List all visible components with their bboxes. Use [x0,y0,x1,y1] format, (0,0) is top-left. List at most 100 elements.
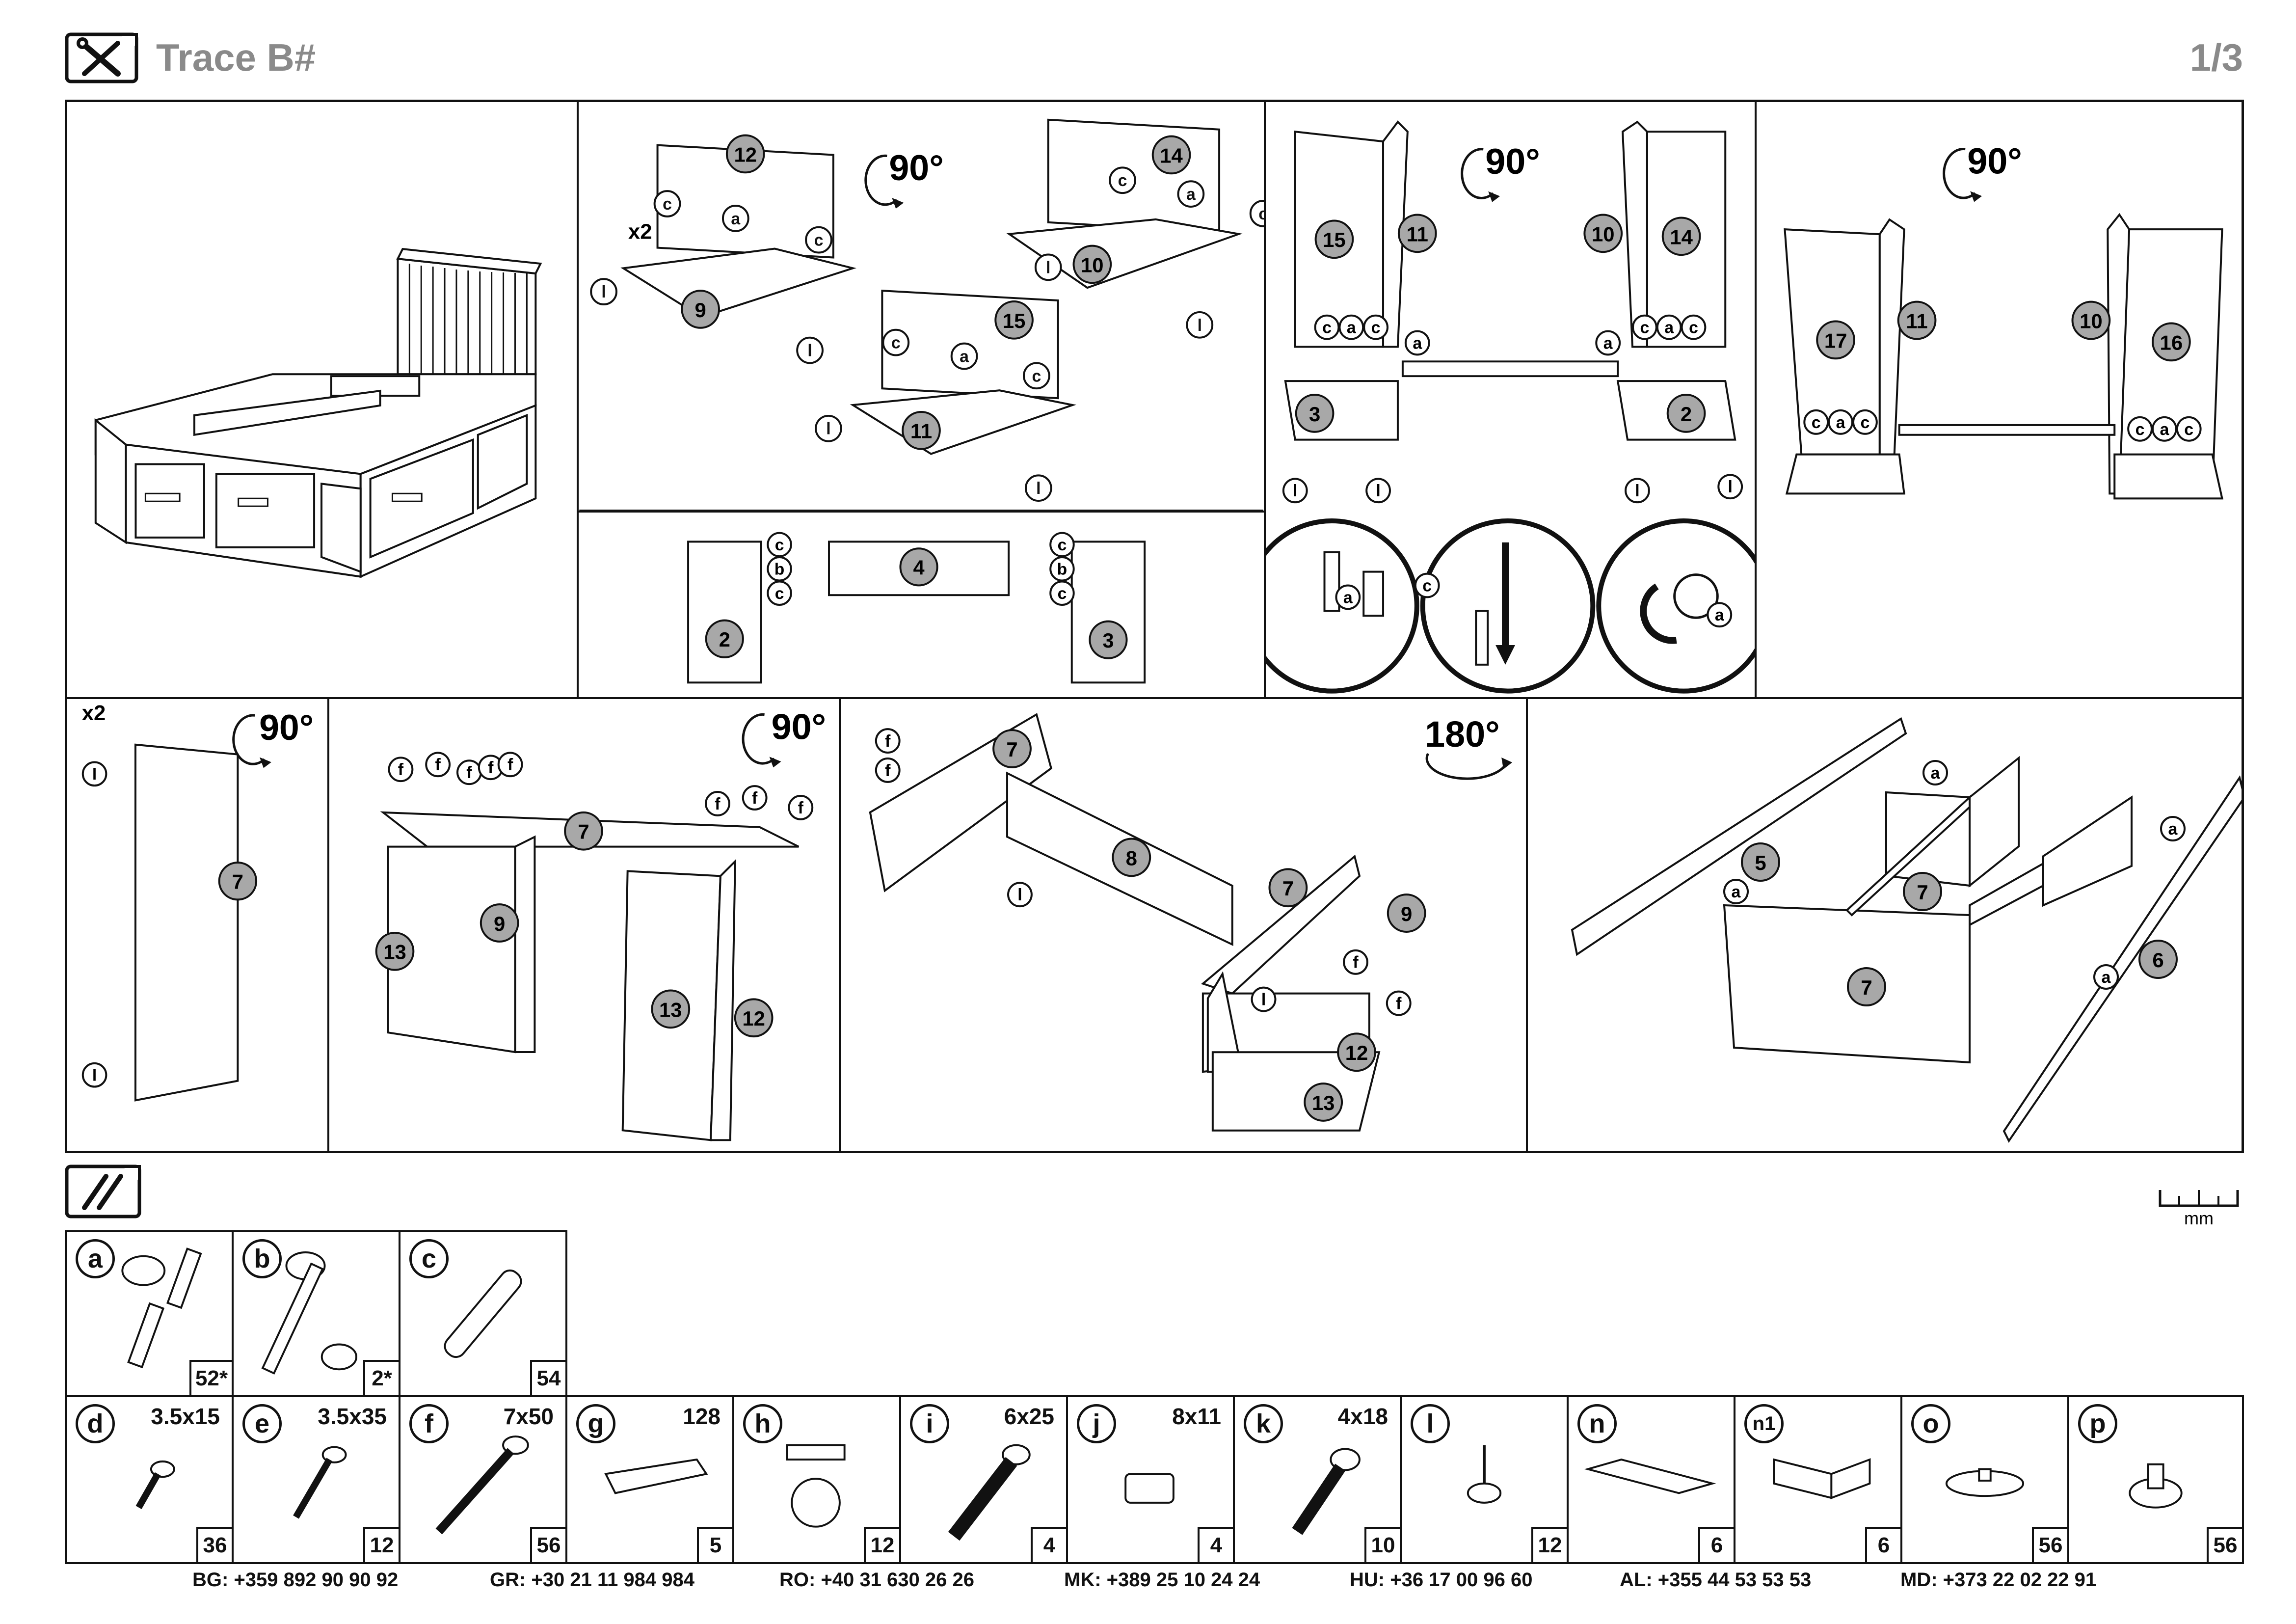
rotate-90-icon: 90° [1943,141,2022,202]
rotate-90-label: 90° [772,706,826,747]
rotate-90-icon: 90° [1461,141,1540,202]
hardware-n-qty: 6 [1698,1527,1735,1564]
pin-label: l [826,420,830,438]
part-9-marker [681,290,720,329]
part-label: 11 [1906,309,1927,332]
hardware-d-letter: d [76,1404,115,1443]
pin-label: a [1347,319,1357,337]
pin-label: f [398,760,404,779]
hardware-n1-letter: n1 [1744,1404,1784,1443]
hardware-p-letter: p [2078,1404,2117,1443]
tools-icon [65,32,138,83]
page-number: 1/3 [2189,36,2243,79]
step-panel-7: 7 8 7 9 12 13 f f l f [841,699,1528,1152]
pin-label: f [435,756,441,774]
pin-label: a [1186,185,1196,204]
pin-label: l [601,283,606,301]
phone-ro: RO: +40 31 630 26 26 [779,1569,974,1591]
double-cam-icon [261,1251,357,1375]
pin-label: f [752,789,758,808]
pin-label: f [466,763,472,782]
bolt-icon [948,1444,1031,1541]
part-label: 8 [1126,846,1137,869]
pin-label: c [1689,319,1698,337]
hardware-p: p 56 [2067,1395,2244,1564]
pin-label: f [798,799,804,817]
hardware-l-letter: l [1411,1404,1450,1443]
hardware-e-qty: 12 [363,1527,400,1564]
hardware-i-size: 6x25 [1004,1404,1054,1429]
part-11-marker [902,410,941,450]
part-12-marker [725,134,765,174]
screw-icon [293,1446,347,1519]
pin-label: l [1635,482,1639,500]
part-4-label: 4 [913,556,924,579]
pin-label: c [1860,413,1869,432]
pin-label: c [775,536,784,554]
pin-label: a [1603,334,1613,352]
pin-label: c [1322,319,1332,337]
pin-label: f [885,761,891,780]
part-label: 7 [1006,738,1017,761]
pin-label: a [2102,968,2111,987]
part-label: 7 [1282,877,1294,900]
part-12-label: 12 [734,143,756,166]
rotate-90-icon: 90° [232,707,314,768]
pin-label: c [663,195,672,214]
rotate-90-label: 90° [1485,141,1540,182]
pin-label: a [1715,606,1725,624]
rotate-180-icon: 180° [1425,714,1513,780]
pin-label: c [814,231,824,250]
phone-mk: MK: +389 25 10 24 24 [1064,1569,1260,1591]
pin-label: l [1198,316,1202,335]
pin-label: f [885,732,891,751]
pin-label: l [807,342,812,360]
pin-label: c [1032,367,1041,385]
hardware-a-letter: a [76,1239,115,1278]
hardware-g-size: 128 [683,1404,721,1429]
nail-glide-icon [1467,1445,1502,1504]
pin-label: c [1058,585,1067,603]
hardware-k-qty: 10 [1364,1527,1402,1564]
overview-panel [67,102,579,699]
hardware-c-qty: 54 [530,1360,567,1397]
hardware-e-letter: e [242,1404,282,1443]
phone-hu: HU: +36 17 00 96 60 [1350,1569,1533,1591]
step-panel-3: 15 11 10 14 3 2 c a [1266,102,1757,699]
ruler-icon: mm [2159,1190,2239,1227]
flat-plate-icon [1584,1458,1716,1494]
step-panel-5: x2 7 l l 90° [67,699,329,1152]
screw-icon [1292,1448,1361,1535]
step-panel-6: 7 13 9 13 12 f f f f f [329,699,841,1152]
pin-label: f [715,795,721,813]
hardware-e-size: 3.5x35 [318,1404,387,1429]
hardware-e: e 3.5x35 12 [232,1395,400,1564]
part-label: 10 [1592,222,1615,245]
hardware-k-letter: k [1244,1404,1283,1443]
hardware-a-qty: 52* [189,1360,234,1397]
part-label: 7 [1861,976,1872,999]
bed-overview-illustration [94,248,542,578]
pin-label: f [507,756,513,774]
pin-label: l [1261,991,1266,1009]
part-3-label: 3 [1102,629,1114,652]
plastic-cap-icon [1945,1468,2025,1497]
part-label: 13 [1312,1091,1335,1114]
step-panel-2: 2 4 3 c b c c b c [579,513,1266,699]
part-11-label: 11 [910,420,932,443]
page-title: Trace B# [156,36,316,79]
hardware-c: c 54 [399,1230,567,1397]
screw-icon [135,1460,175,1510]
pin-label: a [2168,820,2178,839]
hardware-o: o 56 [1900,1395,2069,1564]
hardware-j-qty: 4 [1198,1527,1235,1564]
part-label: 10 [2080,309,2103,332]
part-10-label: 10 [1081,253,1103,276]
part-15-label: 15 [1003,309,1025,332]
pin-label: f [1353,953,1359,972]
pin-label: b [774,561,785,579]
pin-label: b [1057,561,1068,579]
hardware-j-letter: j [1077,1404,1116,1443]
pin-label: c [1422,576,1432,595]
pin-label: c [1812,413,1821,432]
